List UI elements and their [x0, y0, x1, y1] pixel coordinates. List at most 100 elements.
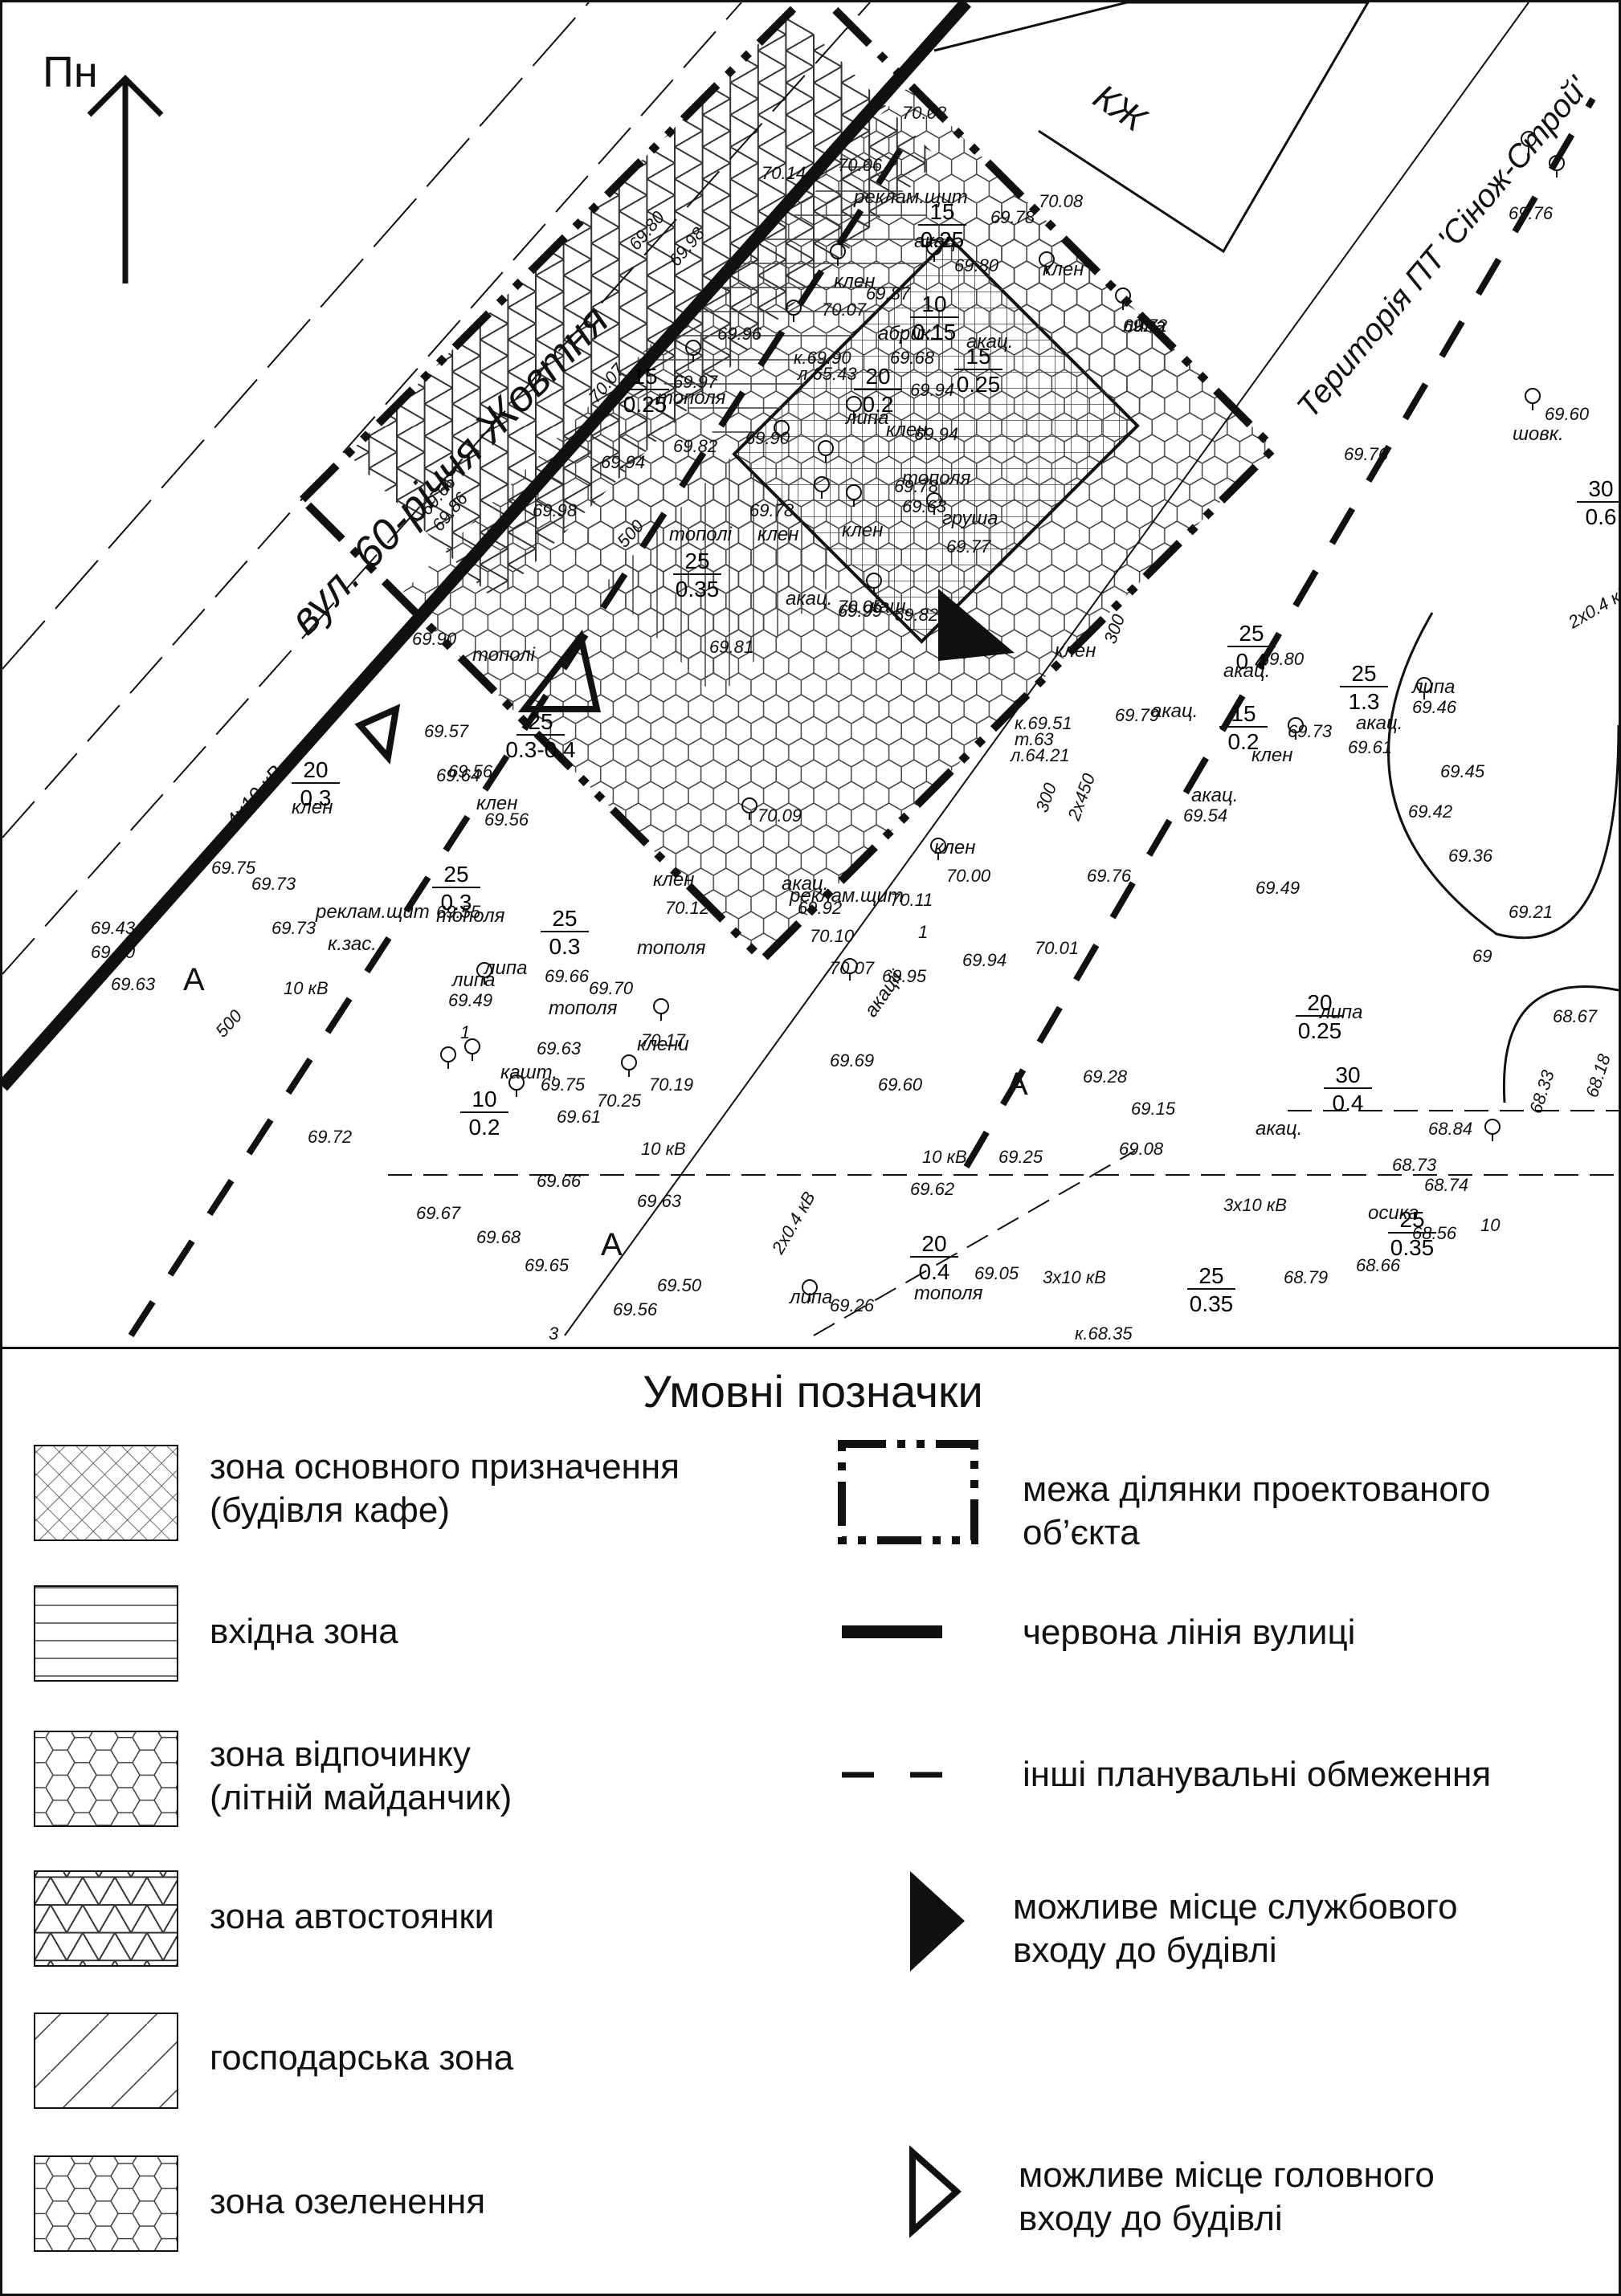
- spot-height-label: 69.15: [1131, 1099, 1176, 1119]
- plant-label: клен: [1251, 744, 1292, 766]
- svg-text:0.25: 0.25: [921, 227, 965, 252]
- spot-height-label: 69.45: [1440, 761, 1485, 781]
- plant-label: тополі: [472, 644, 536, 666]
- spot-height-label: 68.66: [1356, 1255, 1401, 1275]
- contour-curve-2: [1502, 985, 1619, 1103]
- spot-height-label: 69.49: [1256, 878, 1300, 898]
- plant-label: тополя: [549, 997, 618, 1019]
- spot-height-label: 69.56: [613, 1299, 658, 1319]
- plant-label: акац.: [1191, 785, 1238, 806]
- spot-height-label: 69.78: [749, 500, 794, 520]
- cable-label: 4х10 кВ: [221, 761, 288, 833]
- plant-label: липа: [1121, 315, 1166, 336]
- spot-height-label: 69.63: [111, 974, 156, 994]
- spot-height-label: 69.67: [416, 1203, 461, 1223]
- spot-height-label: 69.90: [745, 428, 790, 448]
- misc-map-label: к.69.51: [1015, 713, 1072, 733]
- plant-label: тополя: [637, 937, 706, 959]
- service-entrance-marker: [938, 589, 1015, 661]
- spot-height-label: 69.81: [709, 637, 753, 657]
- plant-label: каш.: [870, 596, 911, 618]
- planning-restriction-line-2: [963, 96, 1596, 1169]
- spot-height-label: 68.84: [1428, 1119, 1472, 1139]
- territory-label: Територія ПТ 'Сінож-Строй': [1290, 70, 1596, 425]
- tree-fraction: 250.3: [541, 906, 589, 959]
- plant-label: реклам.щит: [315, 901, 430, 923]
- spot-height-label: 69.90: [412, 629, 457, 649]
- spot-height-label: 69.68: [890, 348, 935, 368]
- plant-label: клен: [842, 520, 883, 541]
- tree-fraction: 200.4: [910, 1231, 958, 1284]
- spot-height-label: 70.07: [830, 958, 875, 978]
- spot-height-label: 69.80: [954, 255, 999, 275]
- spot-height-label: 69.94: [962, 950, 1006, 970]
- spot-height-label: 68.18: [1582, 1051, 1615, 1100]
- legend-label-parking: зона автостоянки: [210, 1897, 495, 1936]
- svg-text:20: 20: [303, 757, 328, 782]
- spot-height-label: 69.66: [545, 966, 590, 986]
- spot-height-label: 69.70: [589, 978, 634, 998]
- street-line: [2, 2, 590, 670]
- spot-height-label: 69.63: [637, 1191, 682, 1211]
- tree-fraction: 200.3: [292, 757, 340, 810]
- spot-height-label: 69.99: [838, 601, 882, 621]
- misc-map-label: 10: [1480, 1215, 1501, 1235]
- spot-height-label: 70.06: [838, 155, 883, 175]
- spot-height-label: 69.65: [525, 1255, 570, 1275]
- spot-height-label: 69.75: [541, 1075, 586, 1095]
- tree-fraction: 150.2: [1219, 701, 1268, 754]
- site-boundary: [296, 2, 1280, 965]
- plant-label: клен: [934, 837, 975, 858]
- svg-text:0.3: 0.3: [549, 934, 581, 959]
- tree-fraction: 250.35: [673, 549, 721, 602]
- svg-text:10: 10: [921, 292, 946, 316]
- plant-label: тополя: [657, 387, 726, 409]
- plant-label: акац.: [1256, 1118, 1302, 1140]
- spot-height-label: 69.50: [657, 1275, 702, 1295]
- spot-height-label: 69.73: [272, 918, 316, 938]
- svg-text:25: 25: [684, 549, 709, 573]
- plant-label: реклам.щит: [853, 186, 968, 208]
- spot-height-label: 68.74: [1424, 1175, 1468, 1195]
- spot-height-label: 69.25: [998, 1147, 1043, 1167]
- spot-height-label: 69.63: [537, 1038, 582, 1058]
- legend-swatch-green: [34, 2155, 178, 2252]
- legend-swatch-rest: [34, 1731, 178, 1827]
- spot-height-label: 69.92: [798, 898, 842, 918]
- svg-text:25: 25: [1198, 1263, 1223, 1288]
- misc-map-label: А: [601, 1227, 623, 1262]
- spot-height-label: 70.25: [597, 1091, 642, 1111]
- svg-text:0.25: 0.25: [623, 392, 668, 417]
- spot-height-label: 69.54: [1183, 805, 1227, 826]
- legend-panel: Умовні позначки зона основного призначен…: [0, 1349, 1621, 2296]
- spot-height-label: 69.60: [91, 942, 136, 962]
- plant-label: клен: [653, 869, 694, 891]
- plant-label: груша: [942, 508, 998, 529]
- plant-label: акац.: [786, 588, 832, 610]
- spot-height-label: 69.69: [830, 1050, 874, 1071]
- plant-label: клен: [476, 793, 517, 814]
- spot-height-label: 69.87: [866, 283, 911, 304]
- misc-map-label: 1: [918, 922, 928, 942]
- legend-swatch-main-zone: [34, 1445, 178, 1541]
- tree-icon: [1525, 388, 1541, 404]
- site-plan-map: Пн вул. 60-річчя Жовтня Територія ПТ 'Сі…: [0, 0, 1621, 1349]
- tree-icon: [621, 1054, 637, 1071]
- svg-text:0.35: 0.35: [1190, 1291, 1234, 1316]
- kzh-label: КЖ: [1086, 77, 1154, 141]
- legend-label-service-entrance: можливе місце службового входу до будівл…: [1013, 1887, 1458, 1970]
- site-zones: [296, 2, 1280, 965]
- legend-main-entrance-icon: [909, 2145, 962, 2238]
- tree-fraction: 200.25: [1296, 990, 1344, 1043]
- svg-text:15: 15: [966, 344, 990, 369]
- spot-height-label: 69.77: [946, 536, 991, 557]
- parking-zone-area: [348, 10, 939, 602]
- spot-height-label: 70.00: [946, 866, 991, 886]
- spot-height-label: 69.98: [533, 500, 578, 520]
- tree-fraction: 250.35: [1388, 1207, 1436, 1260]
- spot-height-label: 69.62: [910, 1179, 954, 1199]
- spot-height-label: 69.94: [601, 452, 645, 472]
- spot-height-label: 69.73: [1288, 721, 1333, 741]
- misc-map-label: 2х0.4 кВ: [767, 1188, 819, 1258]
